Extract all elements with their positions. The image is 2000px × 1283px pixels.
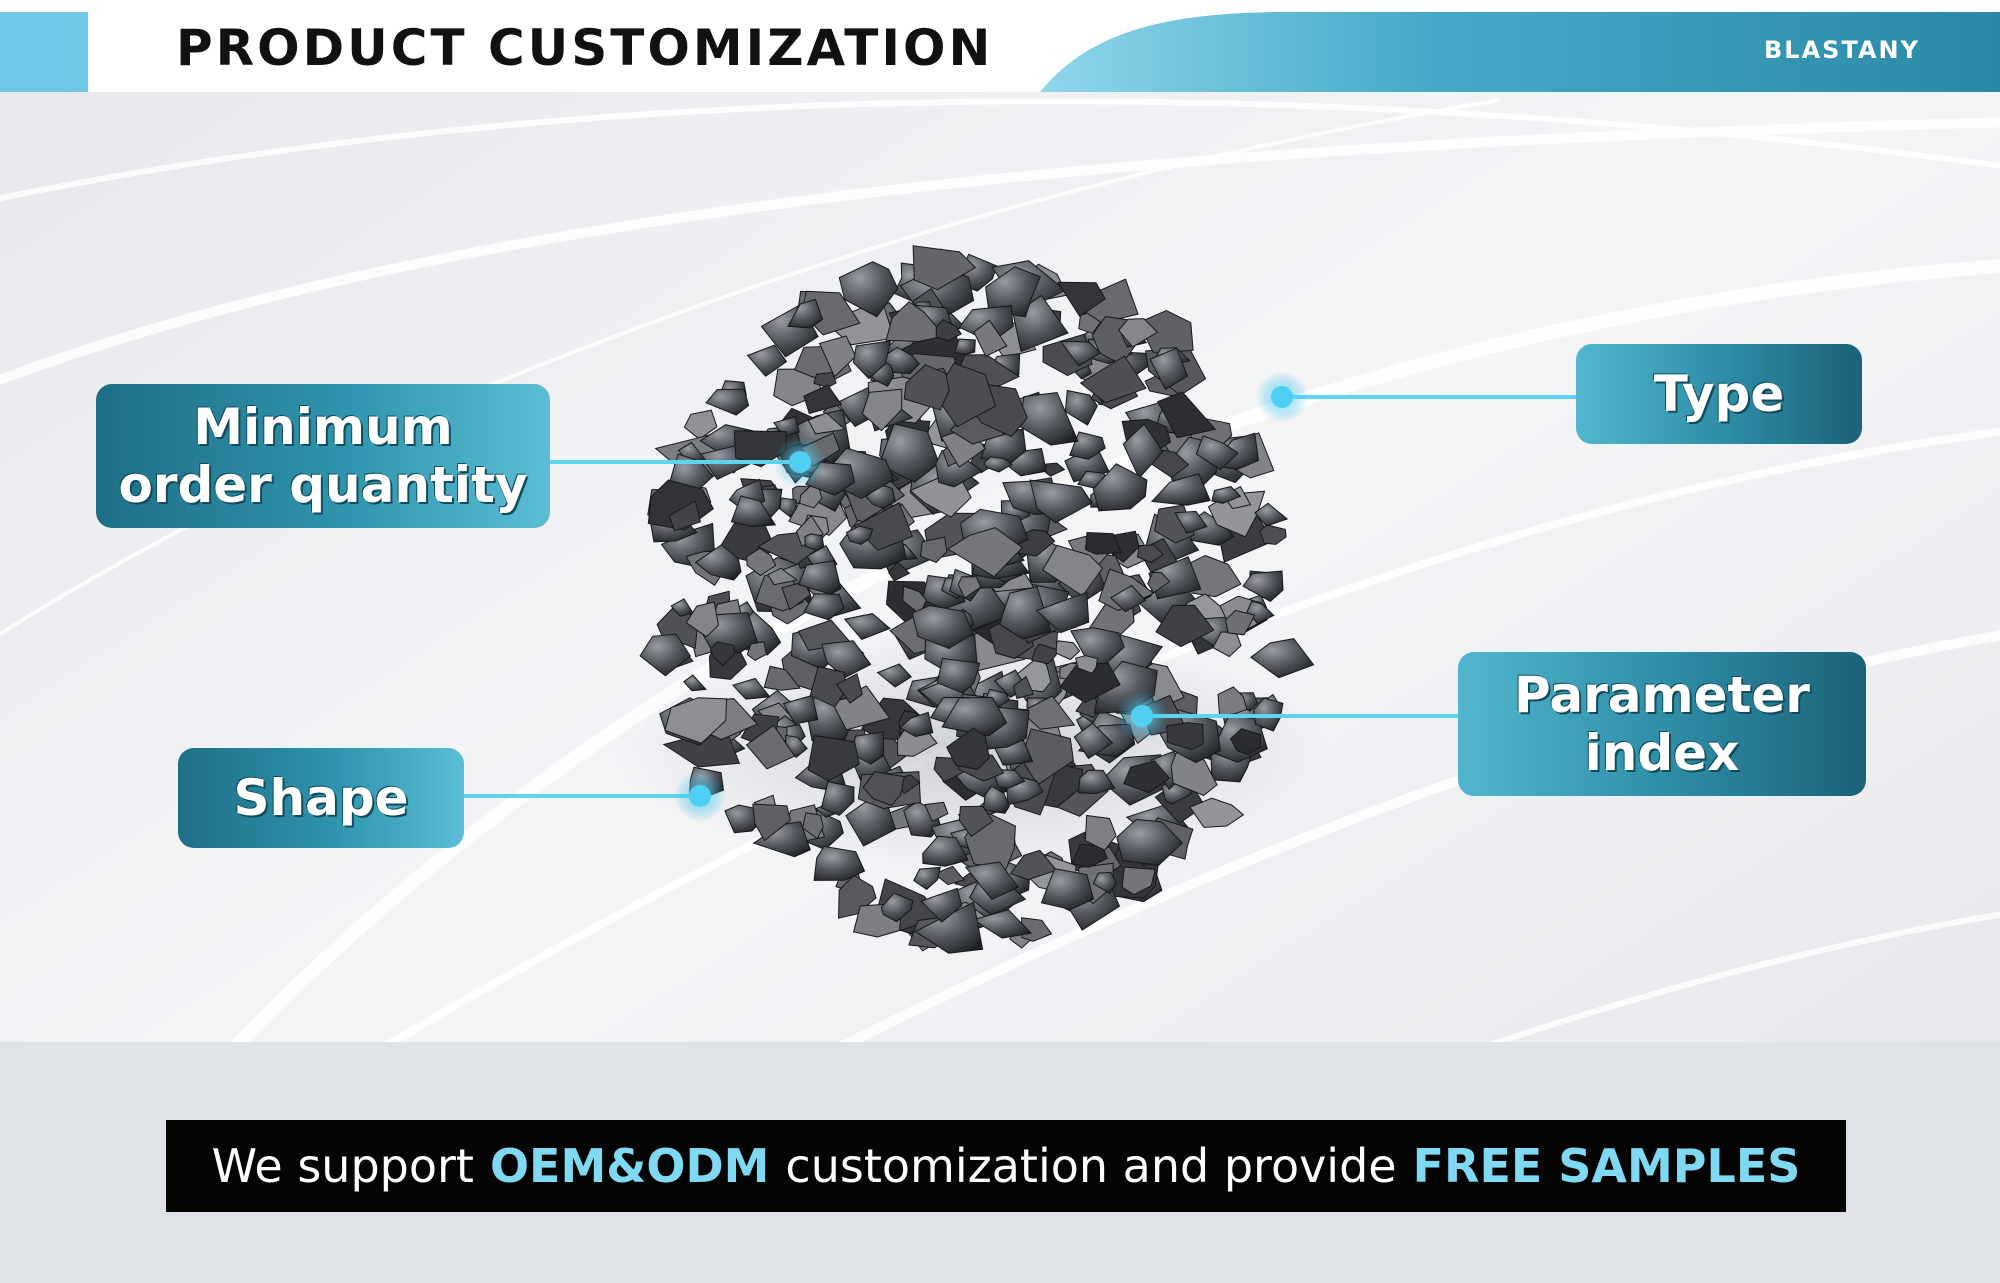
page-title: PRODUCT CUSTOMIZATION [176, 19, 994, 77]
banner-text-2: customization and provide [785, 1139, 1397, 1193]
banner-text-1: We support [211, 1139, 474, 1193]
banner-highlight-oem: OEM&ODM [489, 1139, 770, 1193]
label-shape: Shape [178, 748, 464, 848]
label-moq-line1: Minimum [193, 398, 453, 456]
label-moq-line2: order quantity [118, 456, 528, 514]
label-param-line1: Parameter [1514, 666, 1810, 724]
footer-banner: We support OEM&ODM customization and pro… [166, 1120, 1846, 1212]
label-shape-text: Shape [233, 769, 409, 827]
callout-dots [674, 371, 1308, 822]
label-parameter-index: Parameter index [1458, 652, 1866, 796]
label-type-text: Type [1653, 365, 1785, 423]
brand-logo: BLASTANY [1764, 36, 1920, 64]
header-accent-block [0, 12, 88, 92]
label-type: Type [1576, 344, 1862, 444]
banner-highlight-samples: FREE SAMPLES [1412, 1139, 1801, 1193]
header-bar: PRODUCT CUSTOMIZATION BLASTANY [0, 0, 2000, 92]
header-swoosh [1040, 12, 2000, 92]
label-minimum-order-quantity: Minimum order quantity [96, 384, 550, 528]
label-param-line2: index [1584, 724, 1740, 782]
